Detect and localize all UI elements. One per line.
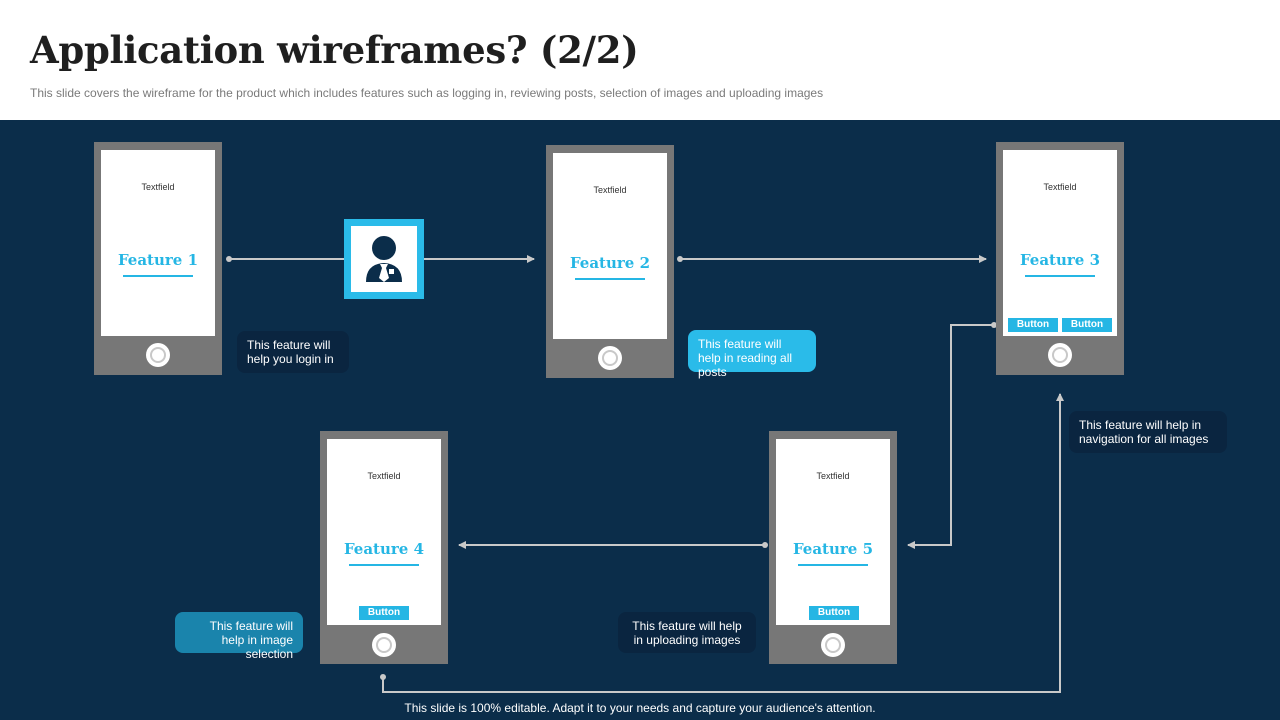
phone-screen: Textfield Feature 1 bbox=[101, 150, 215, 336]
textfield-label: Textfield bbox=[367, 471, 401, 481]
feature-underline bbox=[349, 564, 419, 566]
textfield-label: Textfield bbox=[141, 182, 175, 192]
home-button[interactable] bbox=[1048, 343, 1072, 367]
user-tie-glyph bbox=[366, 236, 402, 282]
screen-button[interactable]: Button bbox=[1008, 318, 1058, 332]
note-uploading: This feature will help in uploading imag… bbox=[618, 612, 756, 653]
textfield-label: Textfield bbox=[593, 185, 627, 195]
home-button[interactable] bbox=[598, 346, 622, 370]
phone-screen: Textfield Feature 2 bbox=[553, 153, 667, 339]
note-reading-posts: This feature will help in reading all po… bbox=[688, 330, 816, 379]
feature-underline bbox=[123, 275, 193, 277]
feature-title: Feature 1 bbox=[117, 251, 199, 269]
feature-title: Feature 3 bbox=[1019, 251, 1101, 269]
note-login: This feature will help you login in bbox=[237, 331, 349, 373]
screen-button[interactable]: Button bbox=[1062, 318, 1112, 332]
feature-underline bbox=[1025, 275, 1095, 277]
note-navigation: This feature will help in navigation for… bbox=[1069, 411, 1227, 453]
feature-underline bbox=[575, 278, 645, 280]
screen-button[interactable]: Button bbox=[809, 606, 859, 620]
home-button[interactable] bbox=[821, 633, 845, 657]
phone-feature-2: Textfield Feature 2 bbox=[546, 145, 674, 378]
phone-screen: Textfield Feature 4 Button bbox=[327, 439, 441, 625]
connector-feature4-to-navigation bbox=[382, 393, 1064, 693]
page-subtitle: This slide covers the wireframe for the … bbox=[30, 86, 824, 100]
feature-title: Feature 5 bbox=[792, 540, 874, 558]
phone-feature-5: Textfield Feature 5 Button bbox=[769, 431, 897, 664]
phone-screen: Textfield Feature 3 Button Button bbox=[1003, 150, 1117, 336]
home-button[interactable] bbox=[146, 343, 170, 367]
page-title: Application wireframes? (2/2) bbox=[30, 28, 639, 72]
phone-feature-1: Textfield Feature 1 bbox=[94, 142, 222, 375]
home-button[interactable] bbox=[372, 633, 396, 657]
screen-button[interactable]: Button bbox=[359, 606, 409, 620]
phone-screen: Textfield Feature 5 Button bbox=[776, 439, 890, 625]
note-image-selection: This feature will help in image selectio… bbox=[175, 612, 303, 661]
user-tie-icon bbox=[344, 219, 424, 299]
feature-underline bbox=[798, 564, 868, 566]
phone-feature-4: Textfield Feature 4 Button bbox=[320, 431, 448, 664]
textfield-label: Textfield bbox=[1043, 182, 1077, 192]
textfield-label: Textfield bbox=[816, 471, 850, 481]
connector-feature3-to-feature5 bbox=[907, 324, 994, 549]
feature-title: Feature 4 bbox=[343, 540, 425, 558]
phone-feature-3: Textfield Feature 3 Button Button bbox=[996, 142, 1124, 375]
footer-text: This slide is 100% editable. Adapt it to… bbox=[404, 701, 876, 715]
feature-title: Feature 2 bbox=[569, 254, 651, 272]
